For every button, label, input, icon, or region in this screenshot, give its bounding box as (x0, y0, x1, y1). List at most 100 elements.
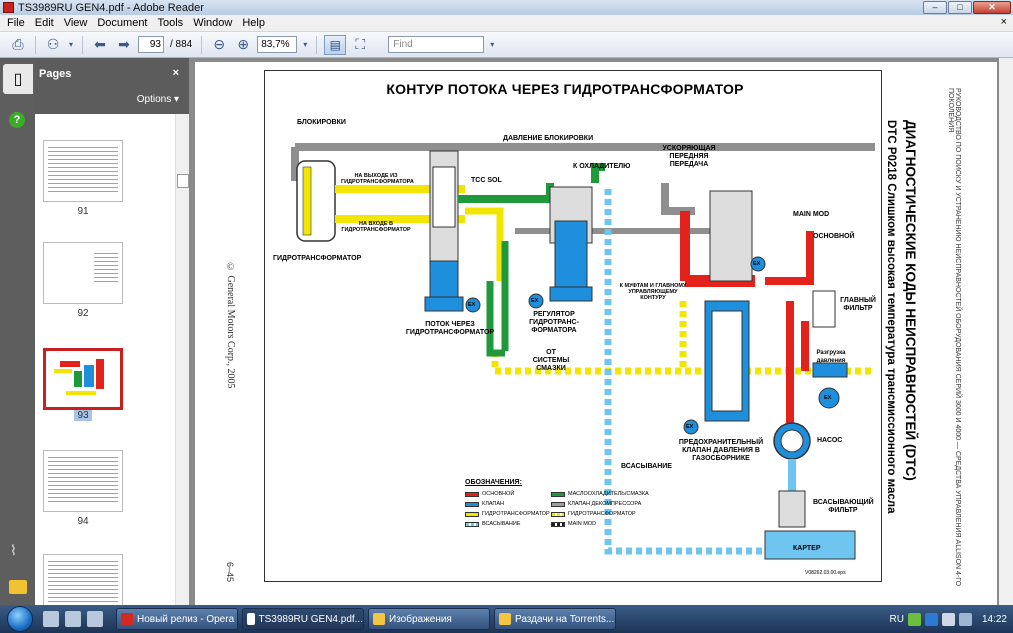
toolbar: ⎙ ⚇ ▾ ⬅ ➡ 93 / 884 ⊖ ⊕ 83,7% ▾ ▤ ⛶ Find … (0, 32, 1013, 58)
attachments-icon[interactable]: ⌇ (10, 542, 17, 558)
thumbnail-scrollbar[interactable] (175, 114, 189, 605)
label-tcc-sol: TCC SOL (471, 177, 502, 184)
thumbnail-list: 91 92 93 94 (35, 114, 189, 605)
label-main: ОСНОВНОЙ (813, 233, 855, 240)
menu-file[interactable]: File (7, 17, 25, 29)
next-page-icon[interactable]: ➡ (118, 36, 130, 52)
label-lockups: БЛОКИРОВКИ (297, 119, 346, 126)
comments-icon[interactable] (9, 580, 27, 594)
menu-tools[interactable]: Tools (157, 17, 184, 29)
internet-explorer-icon[interactable] (87, 611, 103, 627)
menu-edit[interactable]: Edit (34, 17, 54, 29)
volume-icon[interactable] (941, 612, 955, 626)
pdf-icon (247, 613, 255, 625)
label-accel-forward: УСКОРЯЮЩАЯ ПЕРЕДНЯЯ ПЕРЕДАЧА (662, 145, 716, 168)
thumbnail-page-91[interactable] (43, 140, 123, 202)
label-from-lube: ОТ СИСТЕМЫ СМАЗКИ (532, 349, 570, 372)
system-tray: RU 14:22 (890, 605, 1013, 633)
dtc-subheading: DTC P0218 Слишком высокая температура тр… (885, 120, 897, 514)
navigation-rail: ▯ ? ⌇ (0, 58, 35, 605)
start-button[interactable] (0, 605, 40, 633)
tray-icon-1[interactable] (907, 612, 921, 626)
full-screen-icon[interactable]: ⛶ (355, 36, 366, 52)
diagram-thumbnail (54, 359, 104, 395)
zoom-out-icon[interactable]: ⊖ (213, 36, 226, 52)
menu-window[interactable]: Window (193, 17, 233, 29)
legend-item-valve: КЛАПАН (465, 501, 504, 507)
label-suction: ВСАСЫВАНИЕ (621, 463, 672, 470)
menu-document[interactable]: Document (97, 17, 148, 29)
windows-logo-icon (7, 606, 33, 632)
tray-icon-2[interactable] (924, 612, 938, 626)
label-safety-valve: ПРЕДОХРАНИТЕЛЬНЫЙ КЛАПАН ДАВЛЕНИЯ В ГАЗО… (678, 439, 764, 462)
taskbar-opera[interactable]: Новый релиз - Opera (116, 608, 238, 630)
pages-options-menu[interactable]: Options ▾ (136, 94, 179, 105)
pages-panel-close-icon[interactable]: × (172, 67, 179, 79)
find-dropdown-icon[interactable]: ▾ (490, 40, 495, 49)
taskbar-images[interactable]: Изображения (368, 608, 490, 630)
toolbar-separator (82, 35, 83, 54)
toolbar-separator (316, 35, 318, 54)
diagram-title: КОНТУР ПОТОКА ЧЕРЕЗ ГИДРОТРАНСФОРМАТОР (386, 81, 744, 97)
document-scrollbar[interactable] (999, 58, 1013, 605)
label-ex-3: EX (753, 261, 761, 267)
thumbnail-page-95[interactable] (43, 554, 123, 605)
reference-code: V08262.03.00.eps (805, 570, 846, 576)
thumbnail-page-94[interactable] (43, 450, 123, 512)
opera-icon (121, 613, 133, 625)
label-tc-out: НА ВЫХОДЕ ИЗ ГИДРОТРАНСФОРМАТОРА (341, 173, 414, 185)
menu-help[interactable]: Help (242, 17, 265, 29)
label-suction-filter: ВСАСЫВАЮЩИЙ ФИЛЬТР (813, 499, 874, 514)
label-main-mod: MAIN MOD (793, 211, 830, 218)
thumbnail-label: 91 (77, 206, 89, 217)
label-to-cooler: К ОХЛАДИТЕЛЮ (573, 163, 631, 170)
hydraulic-diagram (291, 143, 875, 560)
page-number-input[interactable]: 93 (138, 36, 164, 53)
diagram-frame: КОНТУР ПОТОКА ЧЕРЕЗ ГИДРОТРАНСФОРМАТОР (264, 70, 882, 582)
maximize-button[interactable]: □ (948, 1, 972, 14)
share-icon[interactable]: ⚇ (46, 36, 60, 52)
help-icon[interactable]: ? (9, 112, 25, 128)
thumbnail-scroll-thumb[interactable] (177, 174, 189, 188)
show-desktop-icon[interactable] (43, 611, 59, 627)
close-button[interactable]: ✕ (973, 1, 1011, 14)
print-icon[interactable]: ⎙ (12, 36, 24, 52)
legend-item-converter: ГИДРОТРАНСФОРМАТОР (465, 511, 550, 517)
label-pressure-relief: Разгрузка давления (816, 350, 846, 364)
legend-item-suction: ВСАСЫВАНИЕ (465, 521, 520, 527)
document-close-icon[interactable]: × (1000, 16, 1007, 28)
language-indicator[interactable]: RU (889, 613, 904, 625)
thumbnail-page-93[interactable] (43, 348, 123, 410)
dropdown-arrow-icon[interactable]: ▾ (68, 40, 73, 49)
switch-windows-icon[interactable] (65, 611, 81, 627)
label-ex-1: EX (468, 302, 476, 308)
pages-panel-title: Pages (39, 68, 72, 80)
folder-icon (499, 613, 511, 625)
previous-page-icon[interactable]: ⬅ (94, 36, 106, 52)
label-flow-tc: ПОТОК ЧЕРЕЗ ГИДРОТРАНСФОРМАТОР (405, 321, 495, 336)
label-sump: КАРТЕР (793, 545, 821, 552)
menu-view[interactable]: View (63, 17, 88, 29)
legend-item-decompressor: КЛАПАН ДЕКОМПРЕССОРА (551, 501, 641, 507)
adobe-reader-icon (3, 2, 14, 13)
zoom-in-icon[interactable]: ⊕ (237, 36, 250, 52)
label-ex-5: EX (824, 395, 832, 401)
label-ex-4: EX (686, 424, 694, 430)
pages-panel: Pages × Options ▾ 91 92 93 94 (35, 58, 189, 605)
pages-tab-icon[interactable]: ▯ (3, 64, 33, 94)
toolbar-separator (201, 35, 203, 54)
zoom-dropdown-icon[interactable]: ▾ (303, 40, 308, 49)
taskbar-torrents[interactable]: Раздачи на Torrents... (494, 608, 616, 630)
label-to-clutches: К МУФТАМ И ГЛАВНОМУ УПРАВЛЯЮЩЕМУ КОНТУРУ (619, 283, 687, 301)
page-number-text: 6–45 (225, 562, 235, 583)
label-tc-regulator: РЕГУЛЯТОР ГИДРОТРАНС- ФОРМАТОРА (529, 311, 579, 334)
network-icon[interactable] (958, 612, 972, 626)
minimize-button[interactable]: – (923, 1, 947, 14)
fit-page-icon[interactable]: ▤ (324, 34, 347, 55)
clock: 14:22 (981, 613, 1007, 625)
zoom-input[interactable]: 83,7% (257, 36, 298, 53)
copyright-text: © General Motors Corp., 2005 (225, 262, 236, 389)
taskbar-adobe-reader[interactable]: TS3989RU GEN4.pdf... (242, 608, 364, 630)
find-input[interactable]: Find (388, 36, 485, 53)
thumbnail-page-92[interactable] (43, 242, 123, 304)
